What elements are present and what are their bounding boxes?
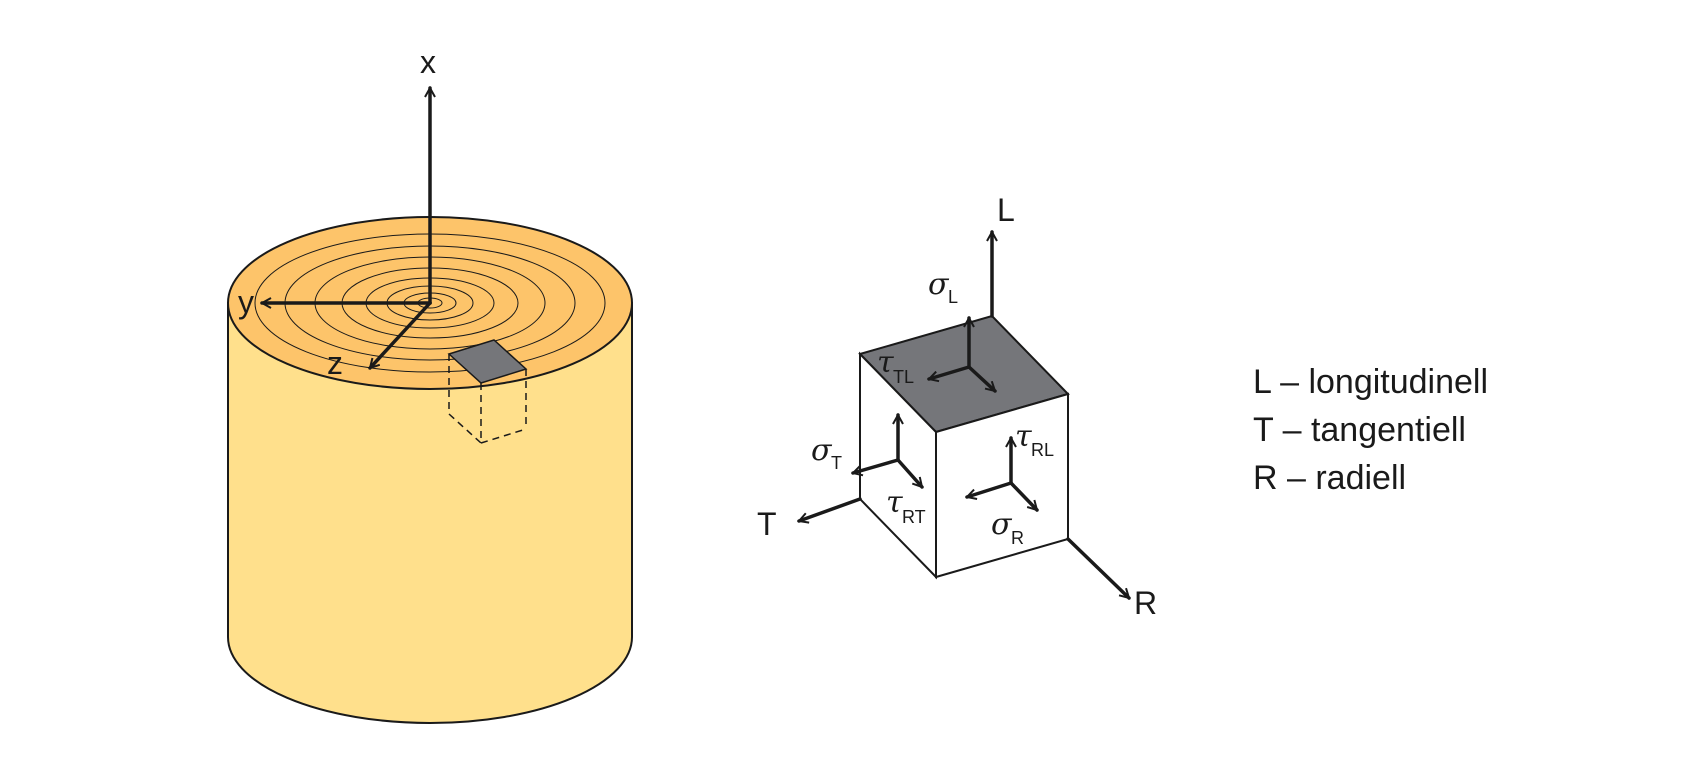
top-face-stress-arrows: [929, 318, 997, 393]
legend-item-R: R – radiell: [1253, 459, 1406, 497]
tau-RL-subscript: RL: [1031, 440, 1054, 460]
sample-dashed-block: [448, 354, 527, 444]
sigma-R-subscript: R: [1011, 528, 1024, 548]
sigma-R-label: σ R: [991, 507, 1024, 548]
z-axis-label: z: [327, 345, 343, 381]
y-axis-label: y: [238, 284, 254, 320]
tau-RT-subscript: RT: [902, 507, 926, 527]
tau-RT-label: τ RT: [886, 485, 926, 527]
tau-TL-symbol: τ: [877, 345, 894, 380]
sigma-T-subscript: T: [831, 453, 842, 473]
log-cylinder: x y z: [227, 44, 633, 724]
cube-axes: [799, 232, 1131, 600]
sigma-L-subscript: L: [948, 287, 958, 307]
x-axis-label: x: [420, 44, 436, 80]
sigma-T-symbol: σ: [811, 433, 833, 468]
right-face-stress-arrows: [967, 438, 1039, 512]
log-side: [227, 302, 633, 724]
sigma-R-symbol: σ: [991, 507, 1013, 542]
sigma-L-symbol: σ: [928, 267, 950, 302]
tau-RL-label: τ RL: [1015, 419, 1054, 460]
sigma-T-label: σ T: [811, 433, 842, 473]
legend: L – longitudinell T – tangentiell R – ra…: [1253, 363, 1488, 497]
legend-item-L: L – longitudinell: [1253, 363, 1488, 401]
tau-TL-label: τ TL: [877, 345, 914, 387]
tau-RT-symbol: τ: [886, 485, 903, 520]
T-axis-label: T: [757, 506, 777, 542]
L-axis-label: L: [997, 192, 1015, 228]
left-face-stress-arrows: [853, 415, 924, 489]
sigma-L-label: σ L: [928, 267, 958, 307]
stress-cube: L T R σ L τ TL σ: [757, 192, 1157, 621]
tau-TL-subscript: TL: [893, 367, 914, 387]
legend-item-T: T – tangentiell: [1253, 411, 1466, 449]
log-axes: [262, 88, 430, 370]
R-axis-label: R: [1134, 585, 1157, 621]
tau-RL-symbol: τ: [1015, 419, 1032, 454]
